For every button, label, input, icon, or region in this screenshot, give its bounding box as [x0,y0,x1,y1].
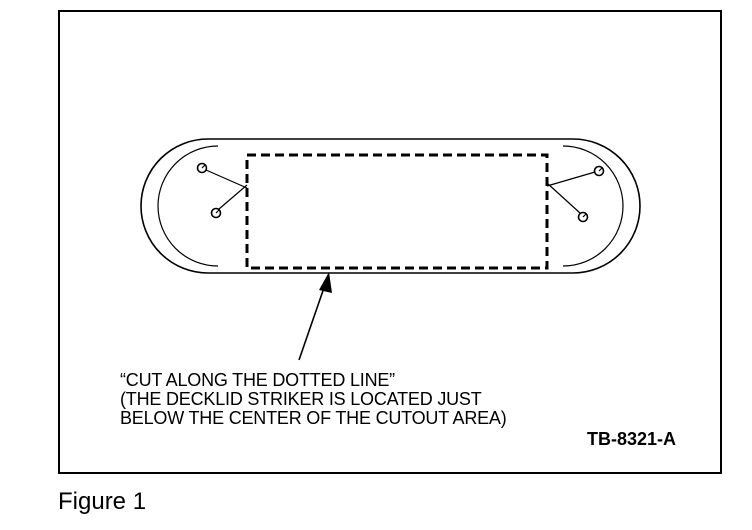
callout-line-1: “CUT ALONG THE DOTTED LINE” [120,370,395,390]
callout-text: “CUT ALONG THE DOTTED LINE” (THE DECKLID… [120,371,507,428]
leader-right-upper [546,171,596,187]
figure-frame [58,10,722,474]
fastener-right-lower [577,211,589,223]
fastener-left-lower [210,207,222,219]
callout-line-3: BELOW THE CENTER OF THE CUTOUT AREA) [120,408,507,428]
panel-inner-curve-left [157,145,219,267]
figure-caption: Figure 1 [58,488,147,515]
callout-arrow-head [319,272,332,293]
leader-right-lower [546,182,581,214]
callout-arrow-shaft [298,281,327,361]
fastener-right-upper [593,165,605,177]
reference-code: TB-8321-A [587,429,677,449]
leader-left-lower [218,184,248,210]
cutout-dotted-line [245,153,549,270]
panel-outline [140,138,641,274]
panel-inner-curve-right [562,145,624,267]
fastener-left-upper [196,162,208,174]
leader-left-upper [205,169,248,189]
callout-line-2: (THE DECKLID STRIKER IS LOCATED JUST [120,389,482,409]
